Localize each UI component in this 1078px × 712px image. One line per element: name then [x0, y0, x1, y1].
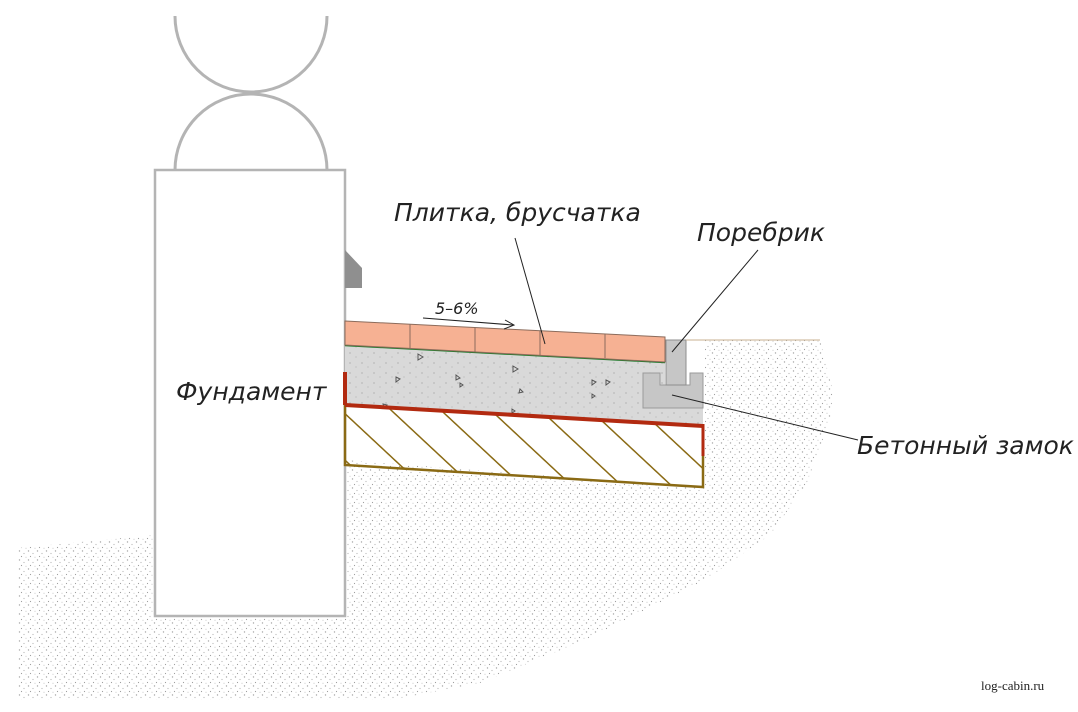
slope-label: 5–6% — [435, 299, 479, 318]
foundation-label: Фундамент — [176, 377, 328, 406]
concrete-lock-label: Бетонный замок — [857, 431, 1074, 460]
foundation-block — [153, 168, 347, 618]
site-credit: log-cabin.ru — [981, 678, 1045, 693]
hydro-strip-bottom — [344, 403, 704, 428]
curb-stone — [665, 339, 687, 386]
concrete-aggregate — [382, 353, 611, 414]
tile-joints — [409, 324, 606, 358]
drainage-layer — [345, 405, 703, 487]
ground-soil — [18, 340, 833, 700]
tiles-label: Плитка, брусчатка — [394, 198, 641, 227]
lower-log — [173, 92, 329, 171]
concrete-base-texture — [345, 346, 703, 426]
curb-label: Поребрик — [697, 218, 825, 247]
paving-tiles — [344, 320, 666, 363]
drip-flashing — [345, 250, 362, 288]
leader-lines — [422, 237, 859, 441]
upper-log — [173, 15, 329, 94]
